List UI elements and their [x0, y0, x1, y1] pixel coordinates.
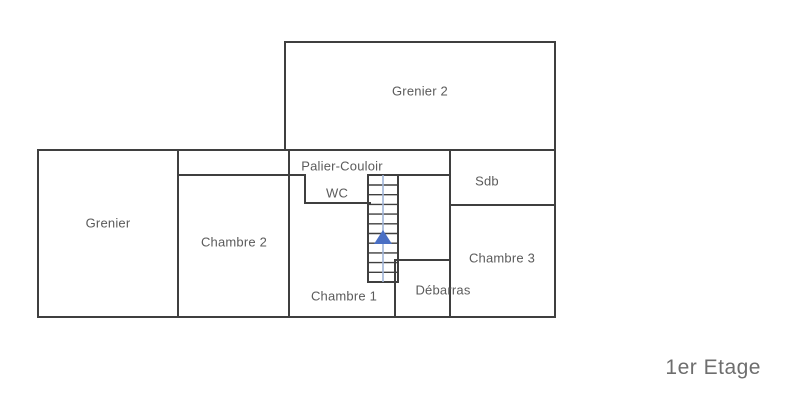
room-label-chambre-1: Chambre 1 [310, 288, 378, 304]
room-label-palier-couloir: Palier-Couloir [301, 158, 383, 174]
room-area-sdb[interactable] [450, 150, 555, 205]
room-area-palier-couloir[interactable] [178, 150, 450, 175]
room-label-grenier-2: Grenier 2 [392, 83, 448, 99]
wall-main-outline [37, 149, 556, 318]
room-area-chambre-3[interactable] [450, 205, 555, 317]
room-area-chambre-2[interactable] [178, 175, 289, 317]
room-area-grenier[interactable] [38, 150, 178, 317]
room-areas [38, 42, 555, 317]
room-area-debarras[interactable] [395, 260, 450, 317]
room-label-sdb: Sdb [475, 173, 499, 189]
stair-up-arrow-icon [374, 230, 392, 244]
room-label-wc: WC [325, 185, 349, 201]
room-label-chambre-3: Chambre 3 [468, 250, 536, 266]
room-label-debarras: Débarras [415, 282, 471, 298]
room-label-chambre-2: Chambre 2 [200, 234, 268, 250]
room-area-grenier-2[interactable] [285, 42, 555, 150]
room-label-grenier: Grenier [85, 215, 131, 231]
staircase[interactable] [368, 175, 398, 282]
wall-wc-enclosure [304, 174, 371, 204]
walls [37, 41, 556, 318]
plan-title: 1er Etage [665, 356, 761, 379]
room-area-chambre-1[interactable] [289, 175, 395, 317]
